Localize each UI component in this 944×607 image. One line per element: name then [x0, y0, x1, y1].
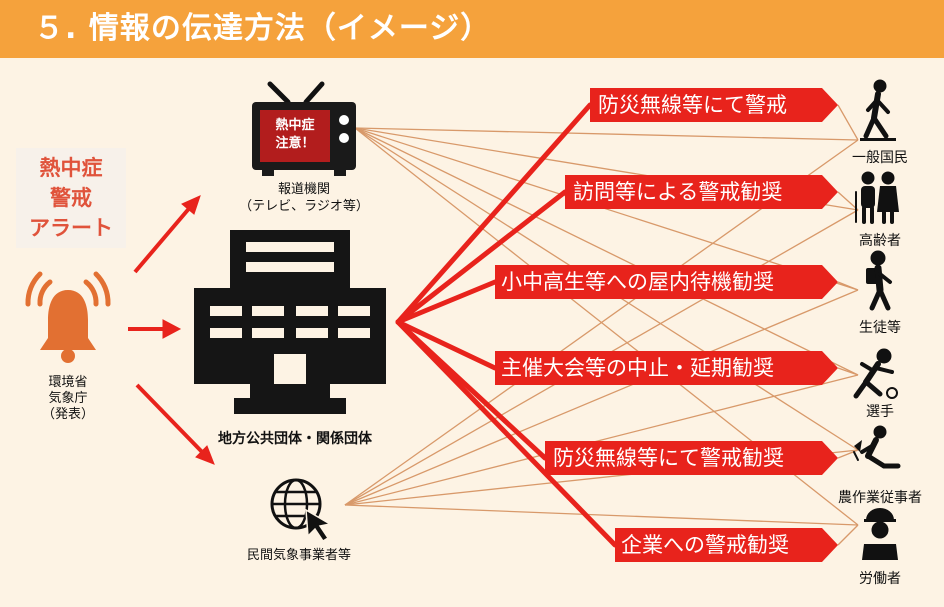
recipient-label: 生徒等	[859, 320, 901, 336]
thin-line	[344, 504, 859, 526]
recipient-label: 一般国民	[852, 150, 908, 166]
alert-line-3: アラート	[29, 216, 113, 240]
arrow-to-media	[133, 203, 194, 274]
thin-line	[837, 191, 859, 211]
thin-line	[837, 281, 859, 291]
thin-line	[837, 104, 859, 141]
bell-icon	[25, 271, 111, 363]
action-banner-2	[565, 175, 838, 209]
red-fan-line	[395, 319, 618, 548]
weather-company-label: 民間気象事業者等	[246, 548, 351, 563]
source-arrows	[128, 195, 215, 465]
red-fan-lines	[395, 102, 618, 548]
tv-screen-line-2: 注意！	[275, 136, 315, 151]
thin-line	[837, 524, 859, 546]
media-line-2: （テレビ、ラジオ等）	[239, 199, 369, 214]
source-line-2: 気象庁	[48, 391, 88, 406]
arrow-to-company	[135, 383, 207, 457]
red-fan-line	[395, 189, 568, 325]
action-banner-5	[545, 441, 838, 475]
source-line-1: 環境省	[48, 375, 88, 390]
action-banner-4	[495, 351, 838, 385]
arrow-head	[181, 195, 201, 215]
action-label: 小中高生等への屋内待機勧奨	[501, 270, 774, 294]
walking-person-icon	[860, 79, 896, 141]
action-banner-6	[615, 528, 838, 562]
action-label: 訪問等による警戒勧奨	[573, 180, 783, 204]
action-banner-1	[590, 88, 838, 122]
thin-line	[344, 374, 859, 506]
action-label: 防災無線等にて警戒勧奨	[553, 446, 784, 470]
thin-line	[354, 127, 859, 141]
arrow-head	[162, 319, 182, 339]
alert-line-1: 熱中症	[39, 156, 103, 180]
red-fan-line	[395, 319, 498, 371]
thin-line	[344, 289, 859, 506]
red-fan-line	[395, 102, 593, 325]
red-fan-line	[395, 279, 498, 325]
farmer-icon	[853, 425, 901, 469]
action-label: 主催大会等の中止・延期勧奨	[501, 356, 774, 380]
recipient-label: 農作業従事者	[838, 490, 922, 506]
globe-cursor-icon	[270, 478, 333, 543]
action-label: 防災無線等にて警戒	[598, 93, 787, 117]
runner-icon	[853, 348, 898, 399]
local-gov-label: 地方公共団体・関係団体	[218, 431, 372, 447]
action-label: 企業への警戒勧奨	[621, 533, 789, 557]
elderly-couple-icon	[855, 171, 899, 224]
alert-line-2: 警戒	[50, 186, 92, 210]
page-title: ５. 情報の伝達方法（イメージ）	[0, 0, 944, 58]
media-line-1: 報道機関	[277, 182, 330, 197]
recipient-label: 労働者	[859, 571, 901, 587]
thin-line	[837, 367, 859, 376]
tv-screen-line-1: 熱中症	[275, 118, 315, 133]
tv-icon	[252, 81, 356, 176]
alert-box	[16, 148, 126, 248]
worker-helmet-icon	[862, 508, 898, 560]
source-line-3: （発表）	[41, 407, 94, 422]
recipient-label: 高齢者	[859, 233, 901, 249]
recipient-label: 選手	[866, 404, 894, 420]
building-icon	[194, 230, 386, 414]
thin-line	[354, 127, 859, 376]
student-icon	[866, 250, 892, 311]
action-banner-3	[495, 265, 838, 299]
arrow-head	[195, 445, 215, 465]
